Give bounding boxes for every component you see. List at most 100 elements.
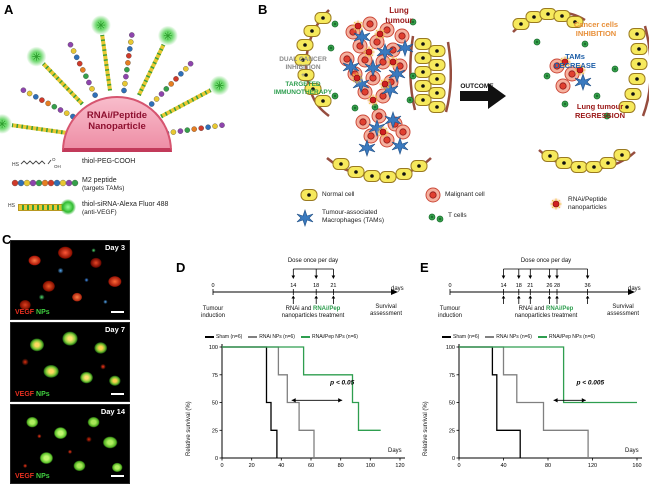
dose-arrow bbox=[291, 275, 296, 279]
np-legend-label: RNAi/Peptide nanoparticles bbox=[568, 196, 608, 211]
legend-swatch bbox=[300, 335, 310, 338]
survival-curve-2 bbox=[222, 346, 381, 431]
svg-text:O: O bbox=[52, 157, 56, 162]
x-tick-label: 120 bbox=[588, 463, 597, 469]
m2-peptide-icon bbox=[11, 179, 79, 187]
p-value-annotation: p < 0.05 bbox=[329, 380, 354, 387]
dose-arrow bbox=[501, 275, 506, 279]
vegf-label: VEGF bbox=[15, 391, 35, 398]
x-tick-label: 0 bbox=[220, 463, 223, 469]
channel-labels: VEGF NPs bbox=[15, 473, 50, 480]
y-axis-label-d: Relative survival (%) bbox=[186, 401, 192, 456]
survival-curve-2 bbox=[459, 346, 637, 404]
nanoparticle-strands bbox=[0, 15, 230, 136]
chart-legend-e: Sham (n=6) RNAi NPs (n=6) RNAi/Pep NPs (… bbox=[442, 334, 647, 340]
x-tick-label: 60 bbox=[308, 463, 314, 469]
legend-swatch bbox=[248, 335, 258, 338]
timeline-day: 18 bbox=[516, 283, 522, 289]
legend-item: Sham (n=6) bbox=[442, 334, 479, 340]
x-tick-label: 40 bbox=[278, 463, 284, 469]
timeline-day: 0 bbox=[211, 283, 214, 289]
sirna-icon: HS bbox=[8, 199, 82, 216]
day-label: Day 3 bbox=[104, 243, 125, 252]
treatment-arrow bbox=[314, 295, 318, 299]
panel-d-label: D bbox=[176, 260, 186, 275]
x-tick-label: 20 bbox=[249, 463, 255, 469]
dose-label: Dose once per day bbox=[287, 258, 339, 264]
scale-bar bbox=[111, 475, 124, 477]
treatment-arrow bbox=[501, 295, 506, 299]
microscopy-day7: Day 7 VEGF NPs bbox=[10, 322, 130, 402]
dose-arrow bbox=[314, 275, 318, 279]
dose-arrow bbox=[517, 275, 521, 279]
x-tick-label: 160 bbox=[632, 463, 641, 469]
legend-item: RNAi NPs (n=6) bbox=[485, 334, 532, 340]
treatment-arrow bbox=[547, 295, 552, 299]
tumour-microenvironment-illustration bbox=[294, 8, 649, 183]
microscopy-day3: Day 3 VEGF NPs bbox=[10, 240, 130, 320]
panel-a-label: A bbox=[4, 2, 14, 17]
sirna-title: thiol-siRNA-Alexa Fluor 488 bbox=[82, 201, 169, 208]
cancer-cells-inhibition-label: Cancer cells INHIBITION bbox=[573, 20, 619, 38]
treatment-arrow bbox=[331, 295, 336, 299]
treatment-arrow bbox=[585, 295, 590, 299]
timeline-day: 14 bbox=[290, 283, 296, 289]
channel-labels: VEGF NPs bbox=[15, 309, 50, 316]
hs-label: HS bbox=[12, 162, 20, 168]
p-value-annotation: p < 0.005 bbox=[575, 380, 604, 387]
microscopy-day14: Day 14 VEGF NPs bbox=[10, 404, 130, 484]
treatment-arrow bbox=[517, 295, 521, 299]
y-tick-label: 75 bbox=[212, 373, 218, 379]
legend-swatch bbox=[442, 335, 451, 338]
dose-arrow bbox=[547, 275, 552, 279]
timeline-day: 21 bbox=[527, 283, 533, 289]
y-tick-label: 50 bbox=[449, 401, 455, 407]
timeline-arrowhead bbox=[628, 289, 635, 295]
nps-label: NPs bbox=[36, 391, 50, 398]
days-unit: days bbox=[391, 286, 404, 292]
y-tick-label: 0 bbox=[215, 456, 218, 462]
outcome-label: OUTCOME bbox=[460, 83, 494, 90]
timeline-day: 21 bbox=[330, 283, 336, 289]
dose-arrow bbox=[585, 275, 590, 279]
sirna-label: thiol-siRNA-Alexa Fluor 488 (anti-VEGF) bbox=[82, 200, 168, 218]
x-tick-label: 80 bbox=[545, 463, 551, 469]
y-tick-label: 0 bbox=[452, 456, 455, 462]
treatment-arrow bbox=[555, 295, 559, 299]
timeline-day: 28 bbox=[554, 283, 560, 289]
day-label: Day 7 bbox=[104, 325, 125, 334]
hs-label: HS bbox=[8, 203, 15, 209]
x-tick-label: 40 bbox=[500, 463, 506, 469]
t-cells-legend-icon bbox=[428, 213, 444, 223]
x-tick-label: 80 bbox=[338, 463, 344, 469]
x-tick-label: 0 bbox=[457, 463, 460, 469]
channel-labels: VEGF NPs bbox=[15, 391, 50, 398]
targeted-immunotherapy-label: TARGETED IMMUNOTHERAPY bbox=[273, 81, 333, 96]
outcome-arrow bbox=[460, 83, 506, 109]
survival-curve-1 bbox=[222, 346, 315, 458]
scale-bar bbox=[111, 393, 124, 395]
malignant-cell-legend-icon bbox=[425, 187, 441, 203]
y-tick-label: 25 bbox=[449, 428, 455, 434]
y-tick-label: 50 bbox=[212, 401, 218, 407]
m2-peptide-title: M2 peptide bbox=[82, 177, 117, 184]
legend-item: RNAi NPs (n=6) bbox=[248, 334, 295, 340]
x-tick-label: 120 bbox=[395, 463, 404, 469]
x-axis-label-e: Days bbox=[625, 448, 639, 454]
y-tick-label: 100 bbox=[446, 345, 455, 351]
thiol-peg-label: thiol-PEG-COOH bbox=[82, 158, 136, 165]
legend-swatch bbox=[205, 335, 214, 338]
sirna-ladder bbox=[18, 204, 66, 211]
lung-tumour-regression-label: Lung tumour REGRESSION bbox=[574, 102, 625, 120]
y-axis-label-e: Relative survival (%) bbox=[423, 401, 429, 456]
chart-legend-d: Sham (n=6) RNAi NPs (n=6) RNAi/Pep NPs (… bbox=[205, 334, 410, 340]
survival-curve-1 bbox=[459, 346, 589, 458]
legend-swatch bbox=[537, 335, 547, 338]
vegf-label: VEGF bbox=[15, 309, 35, 316]
panel-b-label: B bbox=[258, 2, 268, 17]
timeline-day: 14 bbox=[500, 283, 506, 289]
